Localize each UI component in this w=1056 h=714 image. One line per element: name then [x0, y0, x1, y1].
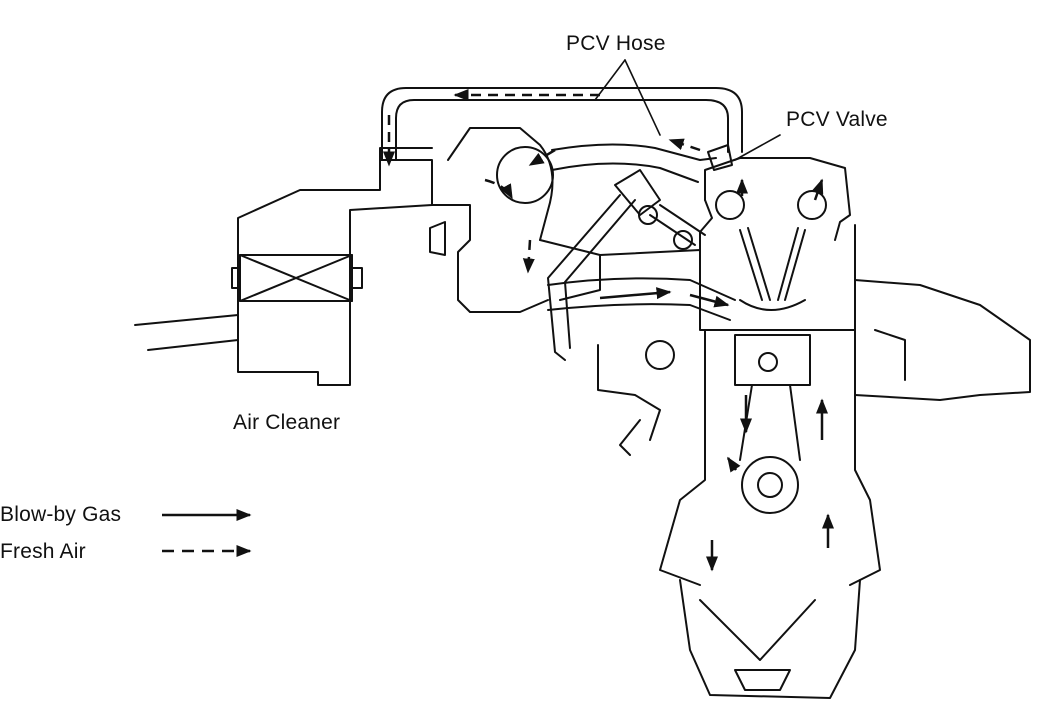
pcv-valve	[707, 134, 781, 171]
oil-pan	[679, 579, 861, 699]
pcv-hose-label: PCV Hose	[566, 32, 666, 55]
pcv-valve-label: PCV Valve	[786, 108, 888, 131]
fresh-air-flow	[383, 89, 701, 274]
legend-fresh-air-label: Fresh Air	[0, 540, 86, 563]
pcv-hose	[381, 59, 743, 161]
legend-blow-by-label: Blow-by Gas	[0, 503, 122, 526]
cylinder-block	[597, 329, 881, 586]
blow-by-flow	[599, 178, 834, 572]
air-cleaner-label: Air Cleaner	[233, 411, 341, 434]
cylinder-head	[699, 157, 1031, 401]
intake-plenum	[429, 127, 736, 361]
air-cleaner	[134, 147, 433, 386]
